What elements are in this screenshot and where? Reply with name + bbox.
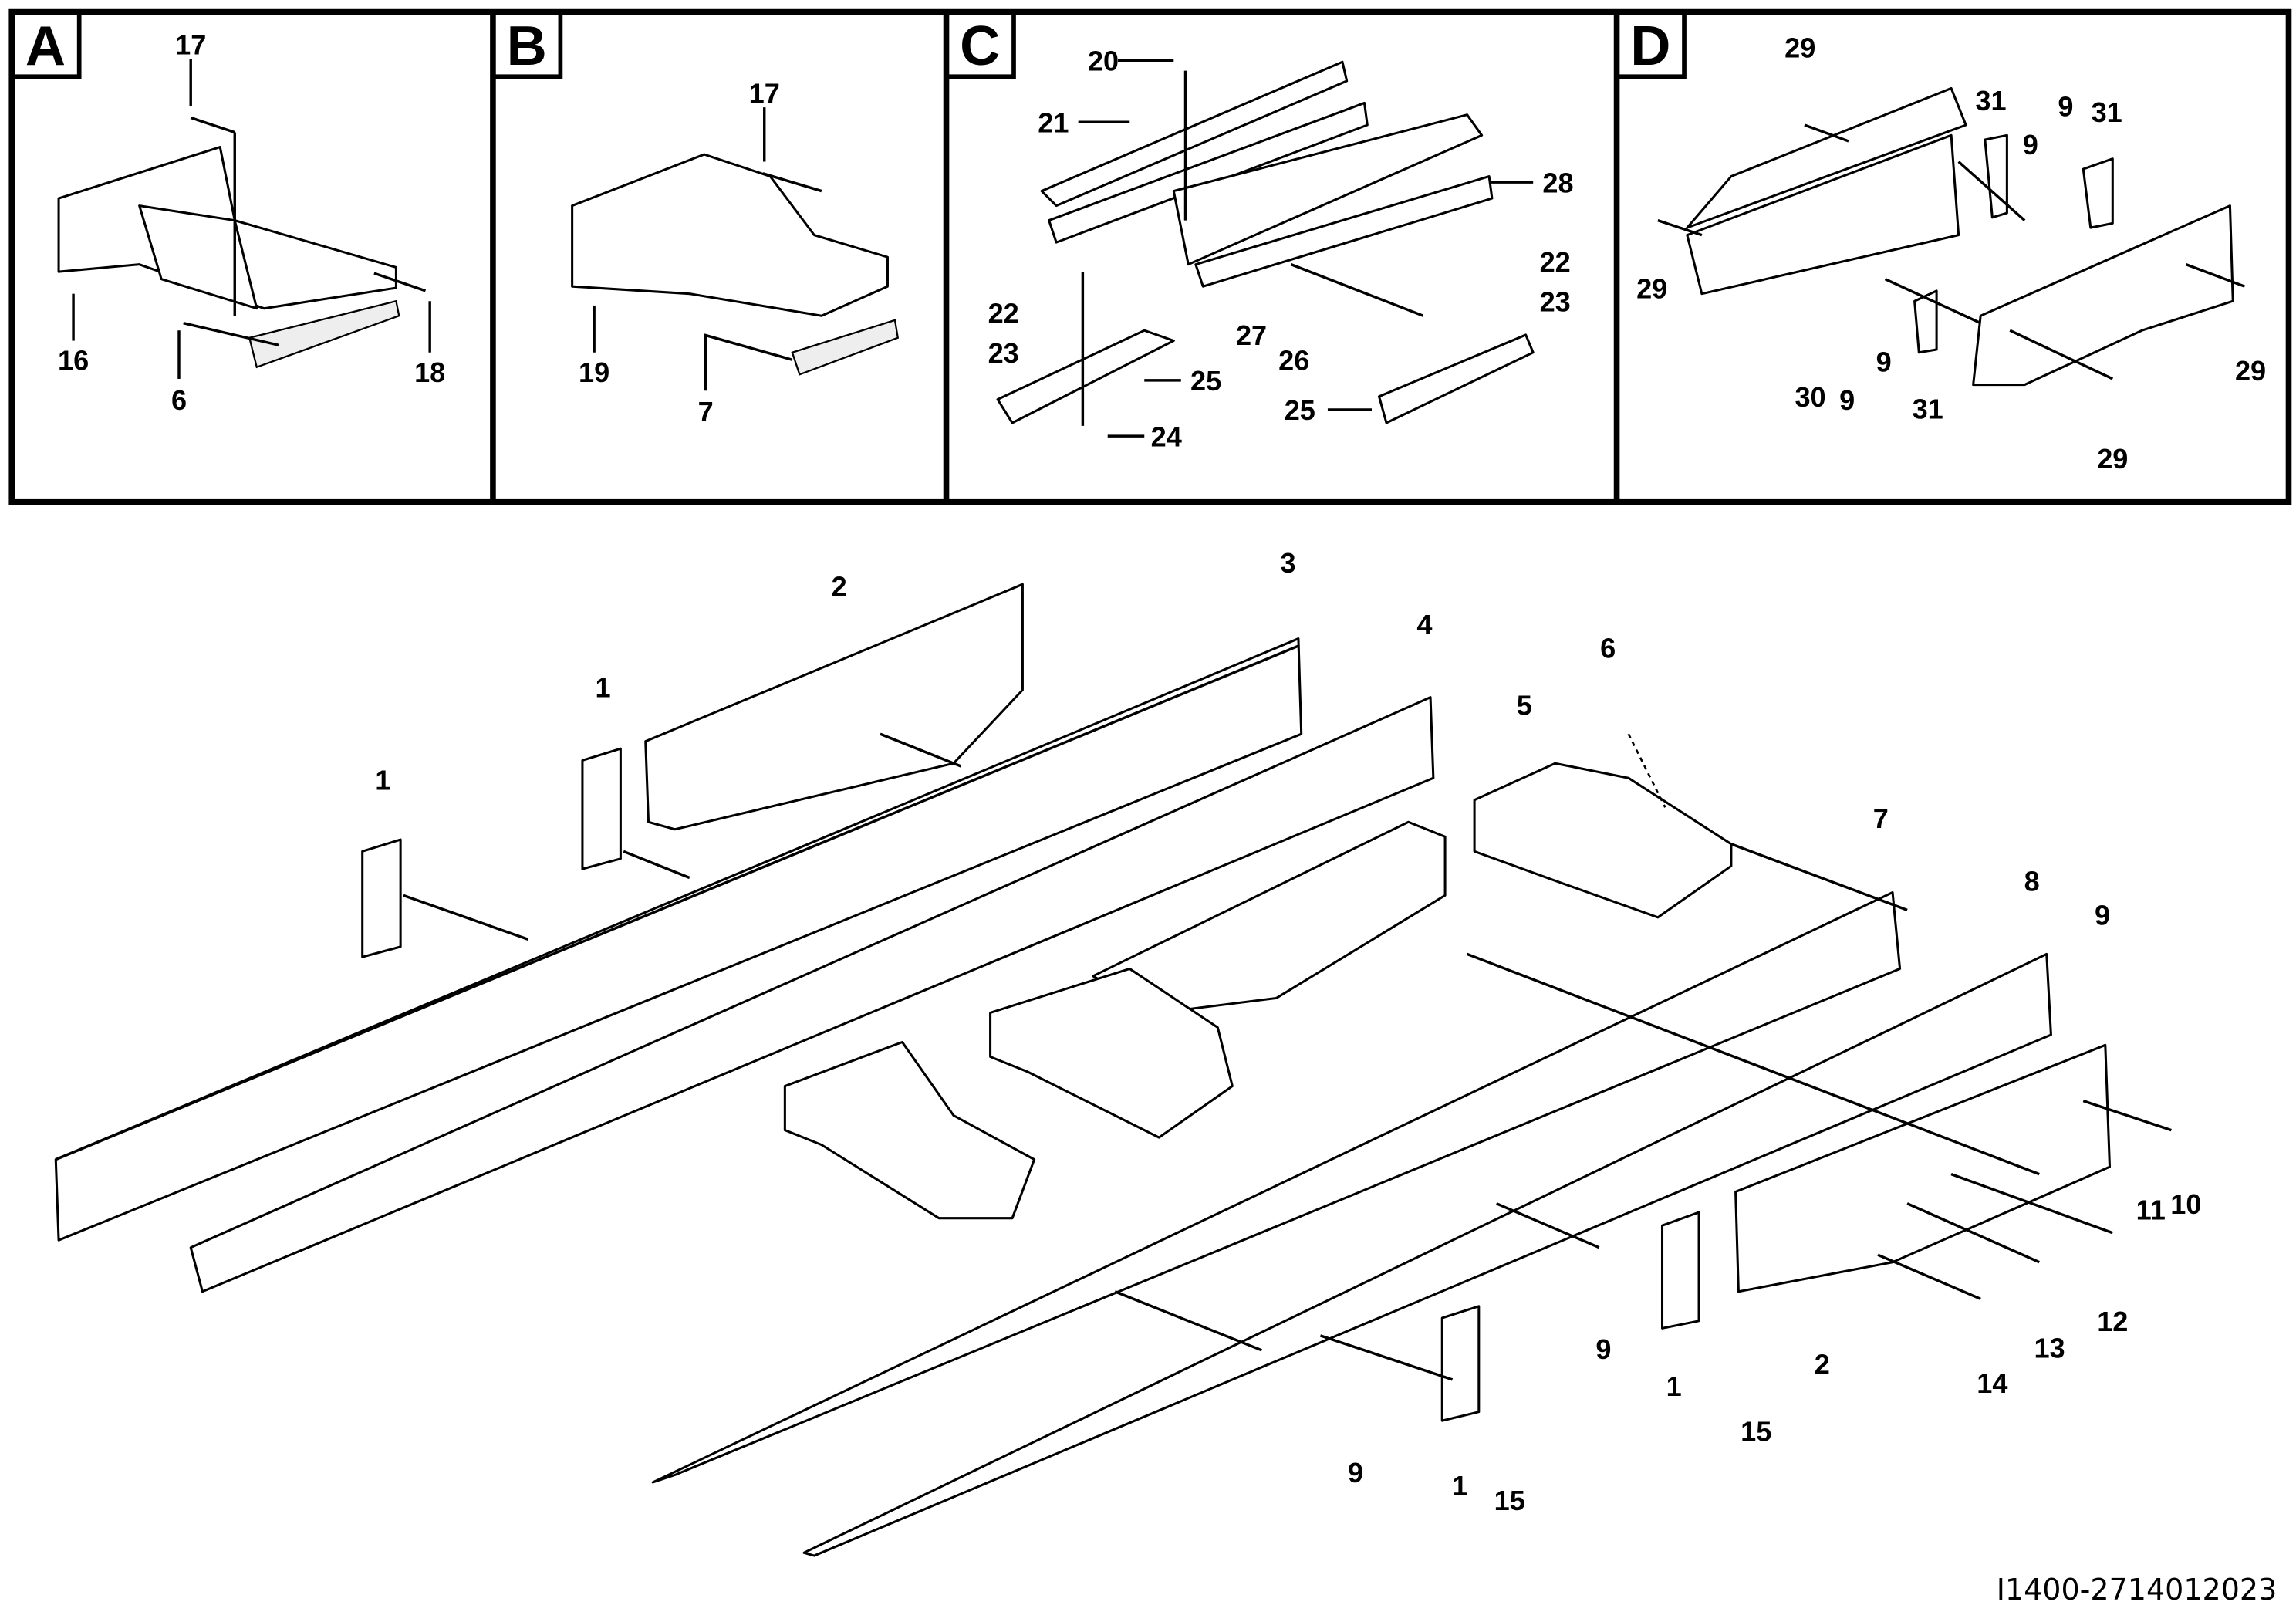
side-plate-2: [1734, 1043, 2112, 1293]
callout-label: 22: [988, 298, 1019, 329]
document-id: I1400-2714012023: [1997, 1573, 2277, 1607]
callout-label: 26: [1278, 345, 1309, 377]
crossmember-front: [989, 967, 1234, 1139]
callout-label: 16: [58, 345, 89, 377]
callout-label: 1: [1452, 1470, 1467, 1502]
reinforcement-plate-1b: [361, 838, 402, 958]
callout-label: 24: [1151, 421, 1182, 452]
callout-label: 29: [1784, 32, 1815, 64]
callout-label: 31: [1975, 85, 2006, 117]
callout-label: 28: [1542, 167, 1573, 198]
reinforcement-plate-1d: [1440, 1305, 1481, 1422]
callout-label: 29: [1636, 272, 1667, 304]
callout-label: 10: [2170, 1188, 2201, 1220]
frame-rail-8: [802, 952, 2052, 1557]
callout-label: 23: [988, 337, 1019, 369]
panel-a-crossmember: [57, 59, 431, 379]
callout-label: 2: [1815, 1348, 1830, 1380]
reinforcement-plate-1c: [1660, 1211, 1700, 1330]
panel-letter-a: A: [25, 15, 66, 77]
callout-label: 9: [2058, 91, 2073, 123]
callout-label: 17: [749, 77, 780, 109]
callout-label: 9: [1839, 384, 1855, 416]
callout-label: 29: [2235, 355, 2266, 387]
callout-label: 12: [2097, 1306, 2128, 1337]
callout-label: 22: [1540, 246, 1571, 278]
callout-label: 3: [1281, 547, 1296, 579]
detail-panels-frame: [8, 8, 2292, 505]
main-exploded-view: [54, 583, 2172, 1557]
callout-label: 7: [1873, 803, 1889, 834]
crossmember-5: [1473, 762, 1733, 919]
callout-label: 31: [1913, 393, 1943, 424]
callout-label: 6: [171, 384, 187, 416]
callout-label: 9: [1348, 1457, 1363, 1489]
callout-label: 1: [1666, 1370, 1682, 1402]
callout-label: 15: [1494, 1485, 1525, 1516]
callout-label: 4: [1416, 609, 1432, 640]
callout-label: 20: [1088, 46, 1119, 77]
callout-label: 29: [2097, 443, 2128, 475]
callout-label: 23: [1540, 286, 1571, 318]
callout-label: 9: [2095, 899, 2110, 931]
frame-rail-3: [54, 637, 1303, 1242]
frame-rail-7: [651, 891, 1902, 1484]
callout-label: 27: [1236, 319, 1267, 351]
callout-label: 6: [1600, 632, 1616, 664]
panel-letter-d: D: [1630, 15, 1670, 77]
callout-label: 9: [1595, 1333, 1611, 1365]
callout-label: 31: [2092, 96, 2122, 128]
callout-label: 13: [2034, 1332, 2065, 1363]
panel-d-assembly: [1657, 86, 2246, 387]
frame-rail-4: [189, 696, 1435, 1293]
callout-label: 25: [1285, 394, 1315, 426]
callout-label: 7: [698, 396, 714, 427]
callout-label: 15: [1741, 1416, 1771, 1448]
panel-letter-b: B: [507, 15, 547, 77]
callout-label: 25: [1190, 365, 1221, 397]
panel-c-subframe: [996, 59, 1535, 438]
callout-label: 2: [832, 570, 847, 602]
crossmember-small: [783, 1040, 1036, 1220]
callout-label: 14: [1977, 1367, 2007, 1399]
callout-label: 1: [596, 672, 611, 704]
callout-label: 11: [2136, 1195, 2166, 1226]
callout-label: 19: [579, 357, 609, 388]
callout-label: 30: [1795, 381, 1825, 413]
callout-label: 8: [2024, 866, 2040, 897]
callout-label: 9: [2023, 129, 2038, 161]
callout-label: 21: [1038, 107, 1069, 139]
callout-label: 1: [375, 764, 390, 796]
callout-label: 5: [1517, 689, 1532, 721]
reinforcement-plate-1a: [581, 747, 622, 870]
callout-label: 17: [175, 29, 206, 61]
panel-b-crossmember: [571, 107, 900, 391]
panel-letter-c: C: [960, 15, 1000, 77]
callout-label: 9: [1876, 346, 1892, 377]
callout-label: 18: [414, 357, 445, 388]
